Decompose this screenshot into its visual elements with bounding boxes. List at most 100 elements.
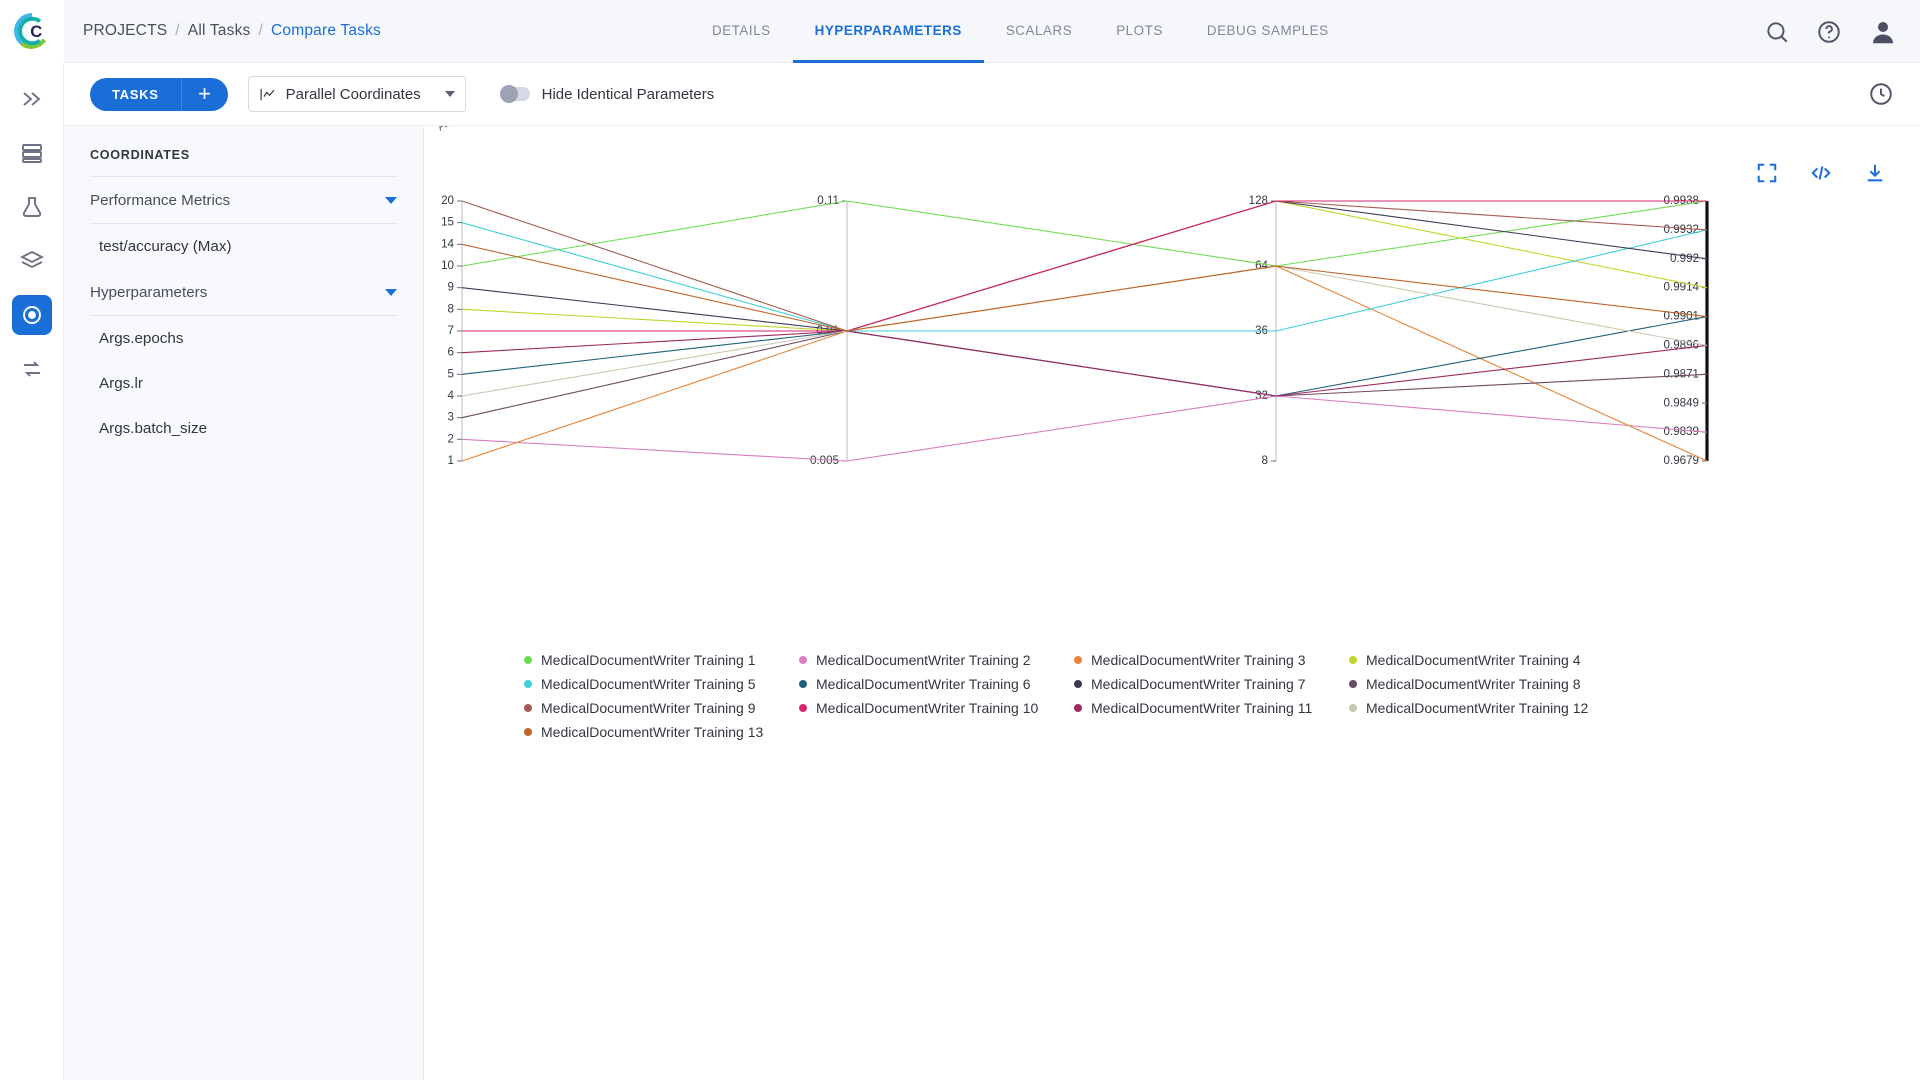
axis-tick-label: 3	[448, 411, 454, 424]
legend-label: MedicalDocumentWriter Training 2	[816, 652, 1031, 668]
search-icon[interactable]	[1764, 19, 1790, 45]
help-icon[interactable]	[1816, 19, 1842, 45]
tab-hyperparameters[interactable]: HYPERPARAMETERS	[792, 0, 984, 63]
axis-tick-label: 4	[448, 389, 455, 402]
legend-color-dot	[799, 656, 807, 664]
divider	[90, 315, 397, 316]
axis-tick-label: 1	[448, 454, 454, 467]
axis-tick-label: 0.9839	[1664, 425, 1699, 438]
add-task-button[interactable]: +	[181, 77, 228, 111]
axis-tick-label: 0.9679	[1664, 454, 1699, 467]
compare-icon	[23, 361, 40, 377]
embed-code-icon[interactable]	[1810, 162, 1832, 184]
plot-container: Args.epochs20151410987654321Args.lr0.110…	[424, 126, 1920, 1080]
group-performance-metrics[interactable]: Performance Metrics	[90, 177, 397, 223]
download-icon[interactable]	[1864, 162, 1886, 184]
sidebar-item-datasets[interactable]	[12, 241, 52, 281]
parallel-coordinates-chart[interactable]: Args.epochs20151410987654321Args.lr0.110…	[424, 126, 1920, 666]
legend-color-dot	[1074, 656, 1082, 664]
workers-icon	[21, 144, 42, 163]
legend-item[interactable]: MedicalDocumentWriter Training 2	[799, 648, 1074, 672]
user-avatar-icon[interactable]	[1868, 17, 1898, 47]
legend-color-dot	[1349, 704, 1357, 712]
divider	[90, 176, 397, 177]
app-logo[interactable]: C	[0, 0, 64, 63]
series-line[interactable]	[461, 330, 1708, 419]
legend-color-dot	[1349, 680, 1357, 688]
group-performance-metrics-label: Performance Metrics	[90, 191, 231, 209]
legend-color-dot	[524, 704, 532, 712]
legend-color-dot	[1349, 656, 1357, 664]
experiments-icon	[22, 197, 41, 217]
axis-tick-label: 32	[1255, 389, 1268, 402]
legend-item[interactable]: MedicalDocumentWriter Training 5	[524, 672, 799, 696]
coordinate-item-args-epochs[interactable]: Args.epochs	[99, 330, 184, 347]
breadcrumb-separator-2: /	[258, 22, 263, 39]
axis-tick-label: 10	[441, 259, 454, 272]
legend-item[interactable]: MedicalDocumentWriter Training 13	[524, 720, 799, 744]
plot-toolbar	[1756, 162, 1886, 184]
legend-label: MedicalDocumentWriter Training 5	[541, 676, 756, 692]
axis-tick-label: 8	[448, 302, 454, 315]
chevron-down-icon	[385, 196, 397, 204]
legend-label: MedicalDocumentWriter Training 10	[816, 700, 1039, 716]
axis-tick-label: 20	[441, 194, 454, 207]
pipelines-icon	[22, 92, 40, 106]
top-bar: C PROJECTS / All Tasks / Compare Tasks D…	[0, 0, 1920, 63]
legend-item[interactable]: MedicalDocumentWriter Training 12	[1349, 696, 1624, 720]
sidebar-item-pipelines[interactable]	[12, 79, 52, 119]
sidebar-item-experiments[interactable]	[12, 187, 52, 227]
axis-tick-label: 5	[448, 367, 454, 380]
legend-item[interactable]: MedicalDocumentWriter Training 8	[1349, 672, 1624, 696]
series-line[interactable]	[461, 222, 1708, 332]
coordinate-item-args-batch-size[interactable]: Args.batch_size	[99, 420, 208, 437]
hide-identical-toggle[interactable]	[499, 85, 530, 103]
breadcrumb-compare-tasks[interactable]: Compare Tasks	[271, 22, 381, 39]
breadcrumb-all-tasks[interactable]: All Tasks	[187, 22, 251, 39]
fullscreen-icon[interactable]	[1756, 162, 1778, 184]
series-line[interactable]	[461, 395, 1708, 462]
tab-scalars[interactable]: SCALARS	[1005, 22, 1073, 38]
tab-plots[interactable]: PLOTS	[1116, 22, 1163, 38]
parallel-coordinates-icon	[260, 88, 274, 100]
top-bar-actions	[1764, 0, 1898, 63]
toggle-knob	[499, 85, 518, 103]
sidebar-item-models[interactable]	[11, 295, 52, 335]
legend-item[interactable]: MedicalDocumentWriter Training 1	[524, 648, 799, 672]
tab-debug-samples[interactable]: DEBUG SAMPLES	[1206, 22, 1329, 38]
divider	[90, 223, 397, 224]
legend-item[interactable]: MedicalDocumentWriter Training 9	[524, 696, 799, 720]
axis-tick-label: 0.9932	[1664, 223, 1699, 236]
legend-item[interactable]: MedicalDocumentWriter Training 6	[799, 672, 1074, 696]
clearml-logo-icon: C	[14, 13, 47, 49]
tasks-button[interactable]: TASKS	[90, 77, 182, 111]
coordinate-item-args-lr[interactable]: Args.lr	[99, 375, 143, 392]
series-line[interactable]	[462, 200, 1707, 332]
legend-item[interactable]: MedicalDocumentWriter Training 10	[799, 696, 1074, 720]
legend-item[interactable]: MedicalDocumentWriter Training 7	[1074, 672, 1349, 696]
legend-label: MedicalDocumentWriter Training 3	[1091, 652, 1306, 668]
plot-type-select[interactable]: Parallel Coordinates	[247, 76, 466, 112]
series-line[interactable]	[461, 330, 1708, 397]
axis-tick-label: 0.9896	[1664, 339, 1699, 352]
legend-item[interactable]: MedicalDocumentWriter Training 4	[1349, 648, 1624, 672]
tab-details[interactable]: DETAILS	[712, 22, 771, 38]
legend-color-dot	[799, 680, 807, 688]
sidebar-item-workers[interactable]	[12, 133, 52, 173]
coordinate-item-test-accuracy[interactable]: test/accuracy (Max)	[99, 238, 232, 255]
legend-label: MedicalDocumentWriter Training 4	[1366, 652, 1581, 668]
auto-refresh-icon	[1870, 83, 1892, 105]
svg-text:C: C	[30, 22, 42, 41]
series-line[interactable]	[461, 200, 1708, 267]
group-hyperparameters[interactable]: Hyperparameters	[90, 269, 397, 315]
legend-label: MedicalDocumentWriter Training 13	[541, 724, 764, 740]
sidebar-item-compare[interactable]	[12, 349, 52, 389]
series-line[interactable]	[461, 243, 1708, 332]
auto-refresh-button[interactable]	[1868, 81, 1894, 112]
legend-item[interactable]: MedicalDocumentWriter Training 3	[1074, 648, 1349, 672]
legend-label: MedicalDocumentWriter Training 12	[1366, 700, 1589, 716]
axis-tick-label: 128	[1249, 194, 1268, 207]
legend-item[interactable]: MedicalDocumentWriter Training 11	[1074, 696, 1349, 720]
breadcrumb-projects[interactable]: PROJECTS	[83, 22, 168, 39]
